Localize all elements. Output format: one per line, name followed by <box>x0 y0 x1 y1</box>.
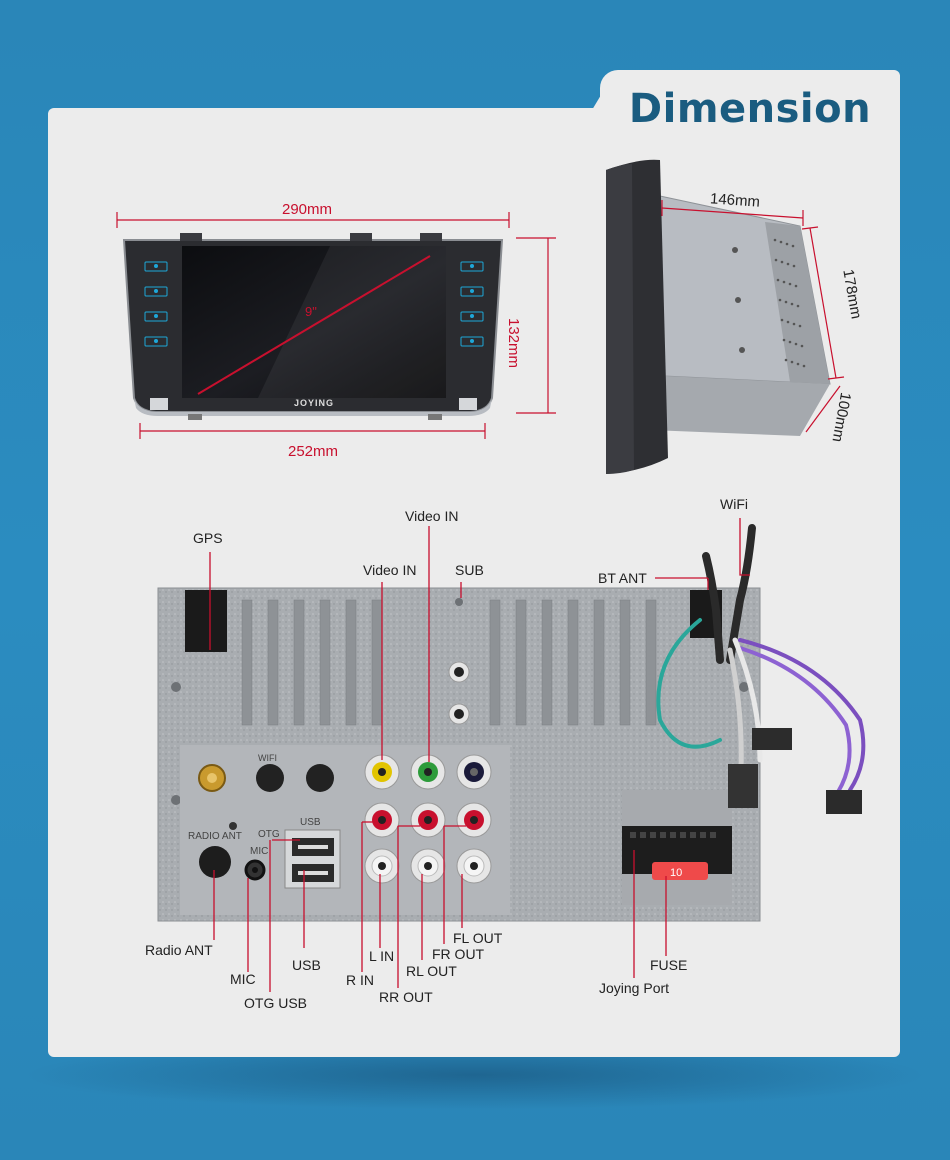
label-mic: MIC <box>230 971 256 987</box>
bottom-width-label: 252mm <box>288 443 339 460</box>
label-gps: GPS <box>193 530 223 546</box>
label-usb: USB <box>292 957 321 973</box>
label-fl-out: FL OUT <box>453 930 503 946</box>
label-fuse: FUSE <box>650 957 688 973</box>
label-video-in-top: Video IN <box>405 508 459 524</box>
label-fr-out: FR OUT <box>432 946 485 962</box>
label-rr-out: RR OUT <box>379 989 433 1005</box>
front-width-label: 290mm <box>282 201 333 218</box>
brand-logo: JOYING <box>294 398 335 408</box>
label-joying-port: Joying Port <box>599 980 670 996</box>
label-sub: SUB <box>455 562 484 578</box>
label-wifi: WiFi <box>720 496 748 512</box>
tab-slope <box>520 70 660 160</box>
panel-print-otg: OTG <box>258 829 280 840</box>
panel-print-wifi: WIFI <box>258 753 277 763</box>
label-video-in: Video IN <box>363 562 417 578</box>
screen-size-label: 9" <box>305 304 317 319</box>
panel-print-radio-ant: RADIO ANT <box>188 831 242 842</box>
label-r-in: R IN <box>346 972 374 988</box>
panel-print-mic: MIC <box>250 846 269 857</box>
label-rl-out: RL OUT <box>406 963 457 979</box>
label-radio-ant: Radio ANT <box>145 942 213 958</box>
label-l-in: L IN <box>369 948 395 964</box>
page-title: Dimension <box>628 86 872 132</box>
front-dimension-lines <box>116 212 556 439</box>
panel-print-usb: USB <box>300 817 321 828</box>
fuse-value: 10 <box>670 867 683 879</box>
label-otg-usb: OTG USB <box>244 995 308 1011</box>
label-bt-ant: BT ANT <box>598 570 647 586</box>
